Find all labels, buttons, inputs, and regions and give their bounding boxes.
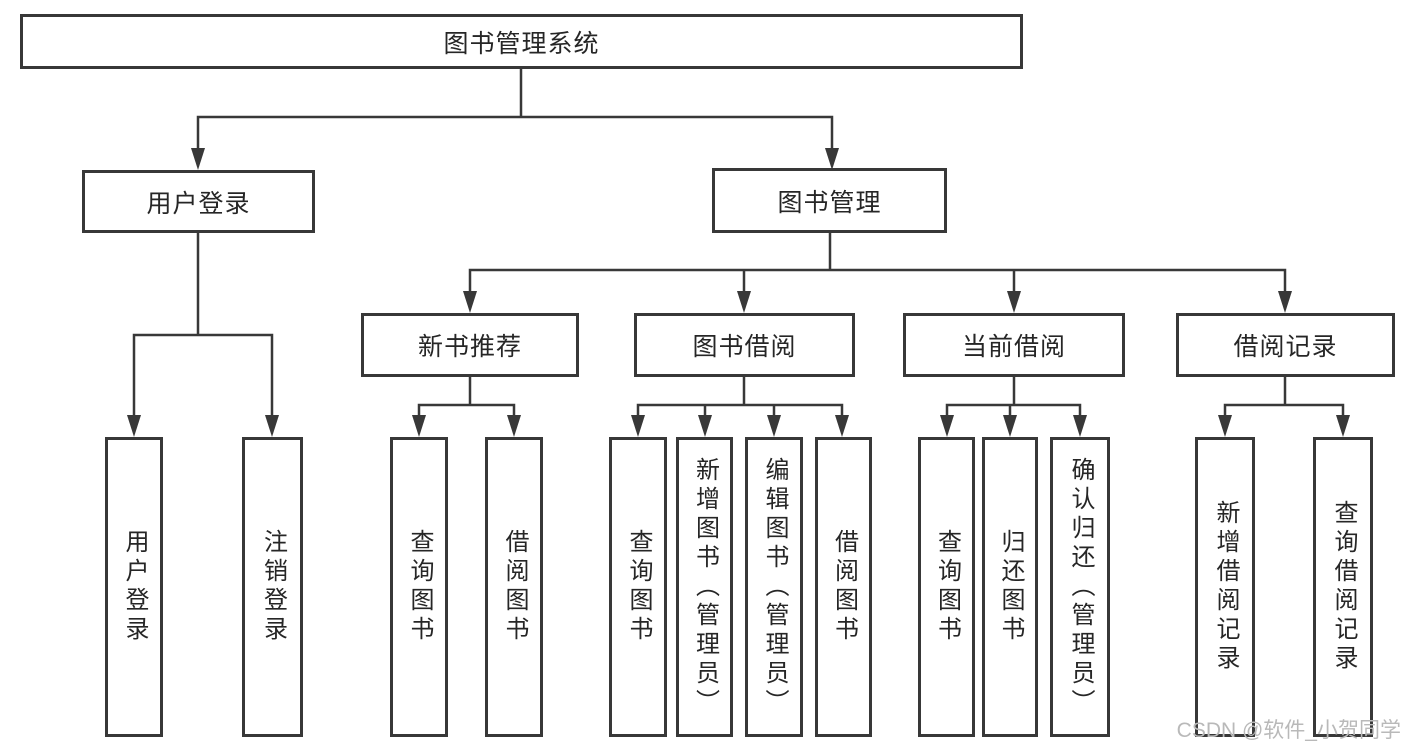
- node-user-login: 用户登录: [82, 170, 315, 233]
- connector-paths: [132, 67, 1345, 419]
- node-label: 查询借阅记录: [1330, 500, 1357, 674]
- leaf-add-borrow-record: 新增借阅记录: [1195, 437, 1255, 737]
- leaf-edit-books-admin: 编辑图书（管理员）: [745, 437, 803, 737]
- leaf-query-borrow-record: 查询借阅记录: [1313, 437, 1373, 737]
- node-book-borrow: 图书借阅: [634, 313, 855, 377]
- node-label: 借阅记录: [1233, 333, 1338, 361]
- csdn-watermark: CSDN @软件_小贺同学: [1176, 719, 1401, 742]
- arrowheads: [127, 148, 1350, 437]
- leaf-borrow-books: 借阅图书: [815, 437, 872, 737]
- leaf-confirm-return-admin: 确认归还（管理员）: [1050, 437, 1110, 737]
- node-label: 图书管理系统: [443, 29, 600, 58]
- node-borrow-records: 借阅记录: [1176, 313, 1395, 377]
- leaf-query-books-borrow: 查询图书: [609, 437, 667, 737]
- leaf-return-books: 归还图书: [982, 437, 1038, 737]
- leaf-query-books-current: 查询图书: [918, 437, 975, 737]
- node-label: 当前借阅: [961, 333, 1066, 361]
- node-label: 查询图书: [625, 529, 652, 645]
- node-current-borrow: 当前借阅: [903, 313, 1125, 377]
- node-label: 图书借阅: [692, 333, 797, 361]
- leaf-add-books-admin: 新增图书（管理员）: [676, 437, 733, 737]
- node-new-book-recommend: 新书推荐: [361, 313, 579, 377]
- node-root: 图书管理系统: [20, 14, 1023, 69]
- leaf-logout: 注销登录: [242, 437, 303, 737]
- leaf-query-books-recommend: 查询图书: [390, 437, 448, 737]
- node-label: 图书管理: [777, 188, 882, 217]
- node-label: 编辑图书（管理员）: [761, 456, 788, 718]
- node-book-management: 图书管理: [712, 168, 947, 233]
- node-label: 查询图书: [933, 529, 961, 645]
- node-label: 注销登录: [259, 529, 287, 645]
- node-label: 用户登录: [146, 189, 251, 218]
- node-label: 用户登录: [121, 529, 148, 645]
- node-label: 借阅图书: [501, 529, 528, 645]
- node-label: 归还图书: [997, 529, 1024, 645]
- node-label: 确认归还（管理员）: [1067, 456, 1094, 718]
- leaf-borrow-books-recommend: 借阅图书: [485, 437, 543, 737]
- node-label: 借阅图书: [830, 529, 858, 645]
- node-label: 新增借阅记录: [1212, 500, 1239, 674]
- leaf-user-login: 用户登录: [105, 437, 163, 737]
- node-label: 查询图书: [406, 529, 433, 645]
- node-label: 新书推荐: [417, 333, 522, 361]
- node-label: 新增图书（管理员）: [691, 456, 719, 718]
